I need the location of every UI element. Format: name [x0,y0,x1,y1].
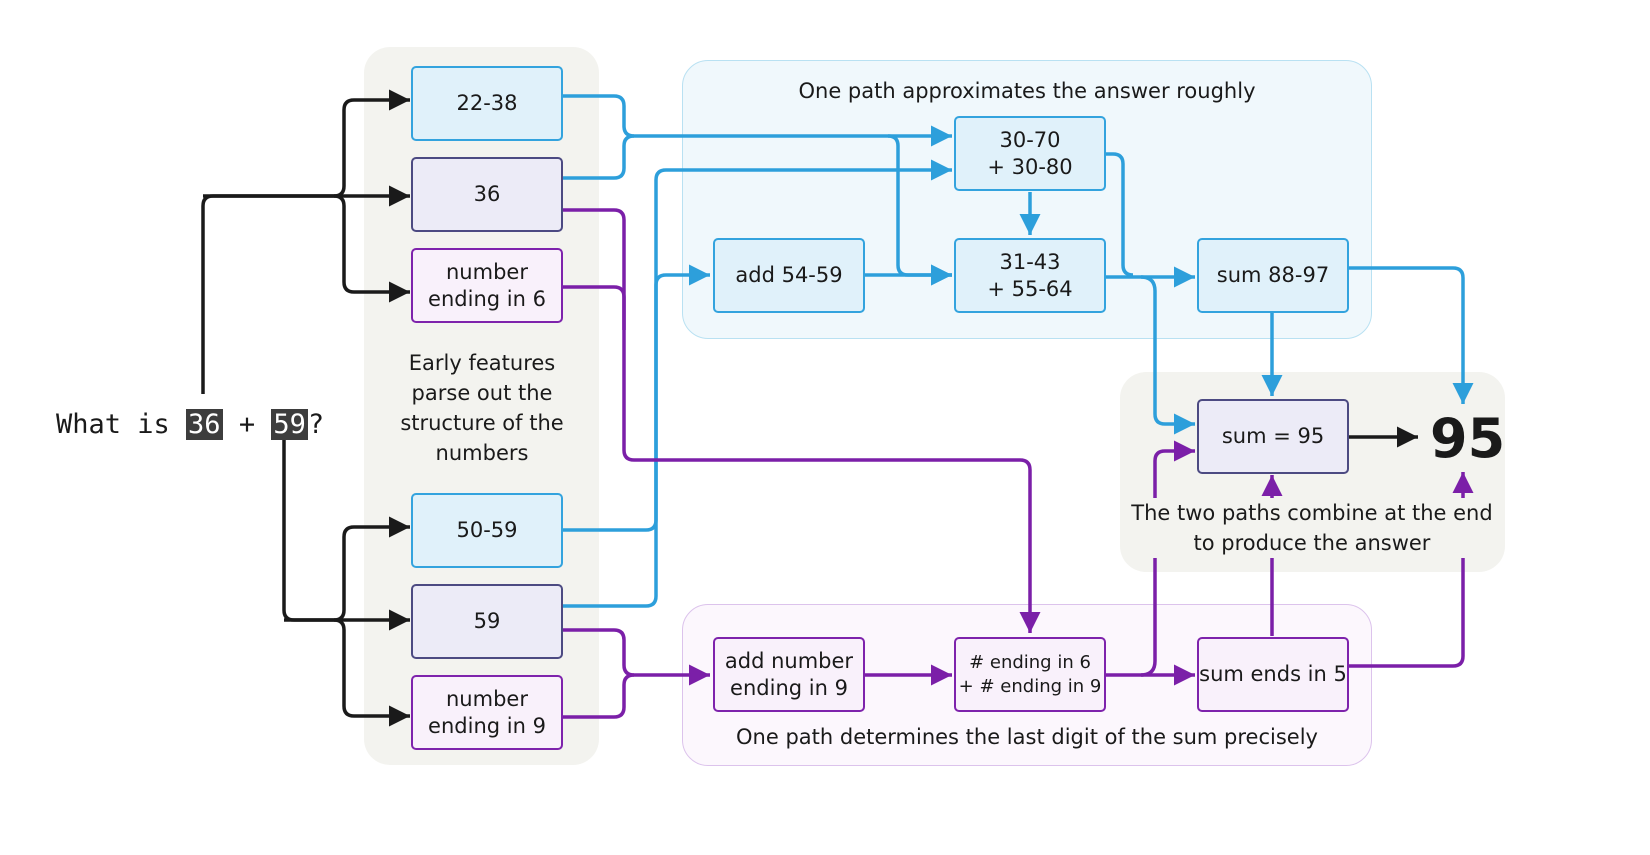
question-prefix: What is [56,409,187,440]
edge-59-to-addending9 [563,628,710,686]
edge-3143-to-sum95 [1140,275,1195,435]
node-31-43-plus-55-64: 31-43 + 55-64 [954,238,1106,313]
combine-note: The two paths combine at the end to prod… [1126,498,1498,558]
question-operator: + [222,409,272,440]
operand-a: 36 [186,409,223,440]
node-sum-88-97: sum 88-97 [1197,238,1349,313]
node-ends-in-6: number ending in 6 [411,248,563,323]
edge-59-to-add5459 [563,264,710,608]
question-suffix: ? [307,409,325,440]
edge-sum8897-to-answer [1348,266,1474,404]
operand-b: 59 [271,409,308,440]
precise-path-title: One path determines the last digit of th… [736,725,1318,749]
node-range-22-38: 22-38 [411,66,563,141]
node-number-36: 36 [411,157,563,232]
node-ends-in-9: number ending in 9 [411,675,563,750]
edge-36-trunk [201,89,410,394]
question-text: What is 36 + 59? [56,408,324,442]
edge-3070-to-sum8897 [1106,152,1134,277]
edge-ending6plus9-to-sum95 [1140,440,1195,677]
node-30-70-plus-30-80: 30-70 + 30-80 [954,116,1106,191]
edge-36-to-3070 [563,134,635,180]
edge-36-to-ending6plus9 [563,208,1041,633]
edge-2238-to-3143 [887,134,952,286]
node-ending-6-plus-ending-9: # ending in 6 + # ending in 9 [954,637,1106,712]
node-sum-95: sum = 95 [1197,399,1349,474]
edge-5059-to-3070 [563,159,952,532]
node-number-59: 59 [411,584,563,659]
node-sum-ends-in-5: sum ends in 5 [1197,637,1349,712]
final-answer: 95 [1430,407,1506,470]
node-add-54-59: add 54-59 [713,238,865,313]
edge-ends6-to-lane [563,285,626,330]
edge-36-to-ends6 [333,194,410,303]
node-range-50-59: 50-59 [411,493,563,568]
approximate-path-title: One path approximates the answer roughly [798,79,1256,103]
node-add-ending-9: add number ending in 9 [713,637,865,712]
edge-59-to-ends9 [333,618,410,727]
edge-59-trunk [282,424,410,622]
edge-ends9-to-addending9 [563,673,635,719]
early-features-note: Early features parse out the structure o… [388,348,576,468]
edge-sumends5-to-answer [1348,472,1474,668]
